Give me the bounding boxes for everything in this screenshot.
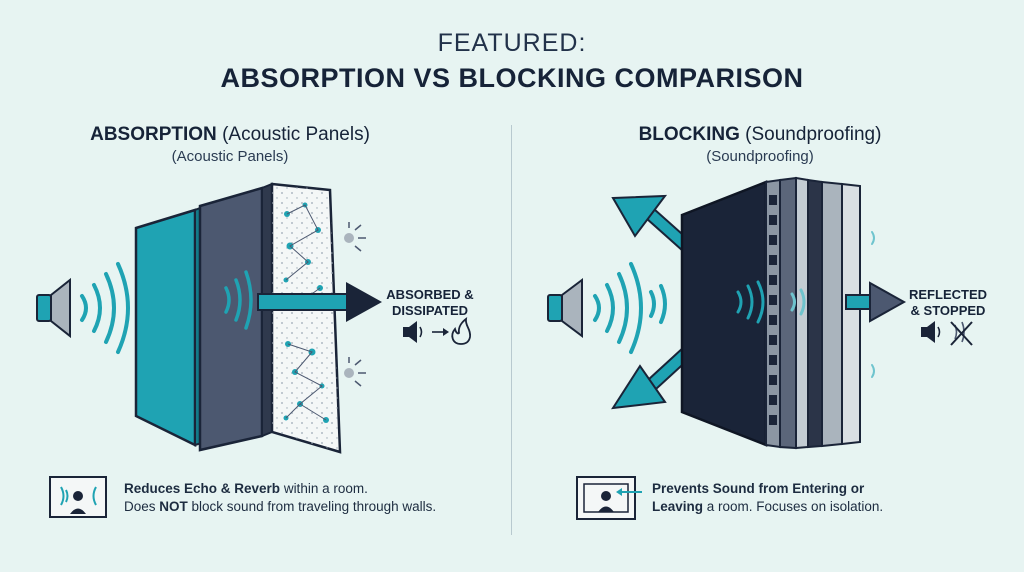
absorption-note: Reduces Echo & Reverb within a room. Doe… xyxy=(124,480,504,516)
header: FEATURED: ABSORPTION VS BLOCKING COMPARI… xyxy=(0,28,1024,95)
blocking-note: Prevents Sound from Entering or Leaving … xyxy=(652,480,982,516)
sound-wave-icon xyxy=(80,262,130,354)
room-person-icon xyxy=(49,476,107,518)
absorption-title-paren: (Acoustic Panels) xyxy=(222,124,370,145)
absorption-note-pre: Does xyxy=(124,499,160,514)
arrow-right-icon xyxy=(257,282,382,322)
speaker-icon xyxy=(36,277,71,339)
speaker-to-fire-icon xyxy=(403,321,449,343)
absorption-result-label: ABSORBED & DISSIPATED xyxy=(382,287,478,319)
absorption-note-not: NOT xyxy=(159,499,188,514)
soundproof-wall-layers xyxy=(765,176,861,450)
absorption-title: ABSORPTION (Acoustic Panels) xyxy=(60,124,400,146)
soundproof-wall-dense xyxy=(680,180,768,447)
featured-label: FEATURED: xyxy=(437,29,587,57)
absorption-title-bold: ABSORPTION xyxy=(90,124,217,145)
muted-speaker-icon xyxy=(921,321,973,346)
center-divider xyxy=(511,125,512,535)
absorption-note-bold: Reduces Echo & Reverb xyxy=(124,481,281,496)
blocking-note-leaving: Leaving xyxy=(652,499,704,514)
absorption-result-line2: DISSIPATED xyxy=(391,303,469,318)
blocking-title-bold: BLOCKING xyxy=(638,124,740,145)
blocking-title: BLOCKING (Soundproofing) xyxy=(580,124,940,146)
blocking-result-line2: & STOPPED xyxy=(910,303,986,318)
blocking-note-rest: a room. Focuses on isolation. xyxy=(703,499,884,514)
blocking-note-bold: Prevents Sound from Entering or xyxy=(652,481,865,496)
blocking-result-label: REFLECTED & STOPPED xyxy=(904,287,992,319)
absorption-note-rest: within a room. xyxy=(280,481,368,496)
absorption-note-line2-rest: block sound from traveling through walls… xyxy=(187,499,437,514)
page-title: ABSORPTION VS BLOCKING COMPARISON xyxy=(220,63,804,93)
sound-wave-icon xyxy=(593,262,667,354)
acoustic-panel-front xyxy=(134,204,206,448)
speaker-icon xyxy=(547,278,583,338)
blocking-result-line1: REFLECTED xyxy=(909,287,987,302)
dissipation-sparkle xyxy=(344,222,366,387)
fire-icon xyxy=(451,316,471,345)
room-person-icon xyxy=(576,476,642,520)
absorption-subtitle: (Acoustic Panels) xyxy=(171,148,289,165)
blocking-subtitle: (Soundproofing) xyxy=(706,148,814,165)
absorption-result-line1: ABSORBED & xyxy=(386,287,474,302)
acoustic-panel-middle xyxy=(198,182,273,452)
arrow-right-icon xyxy=(845,281,907,323)
acoustic-panel-porous xyxy=(270,182,342,454)
blocking-title-paren: (Soundproofing) xyxy=(745,124,882,145)
